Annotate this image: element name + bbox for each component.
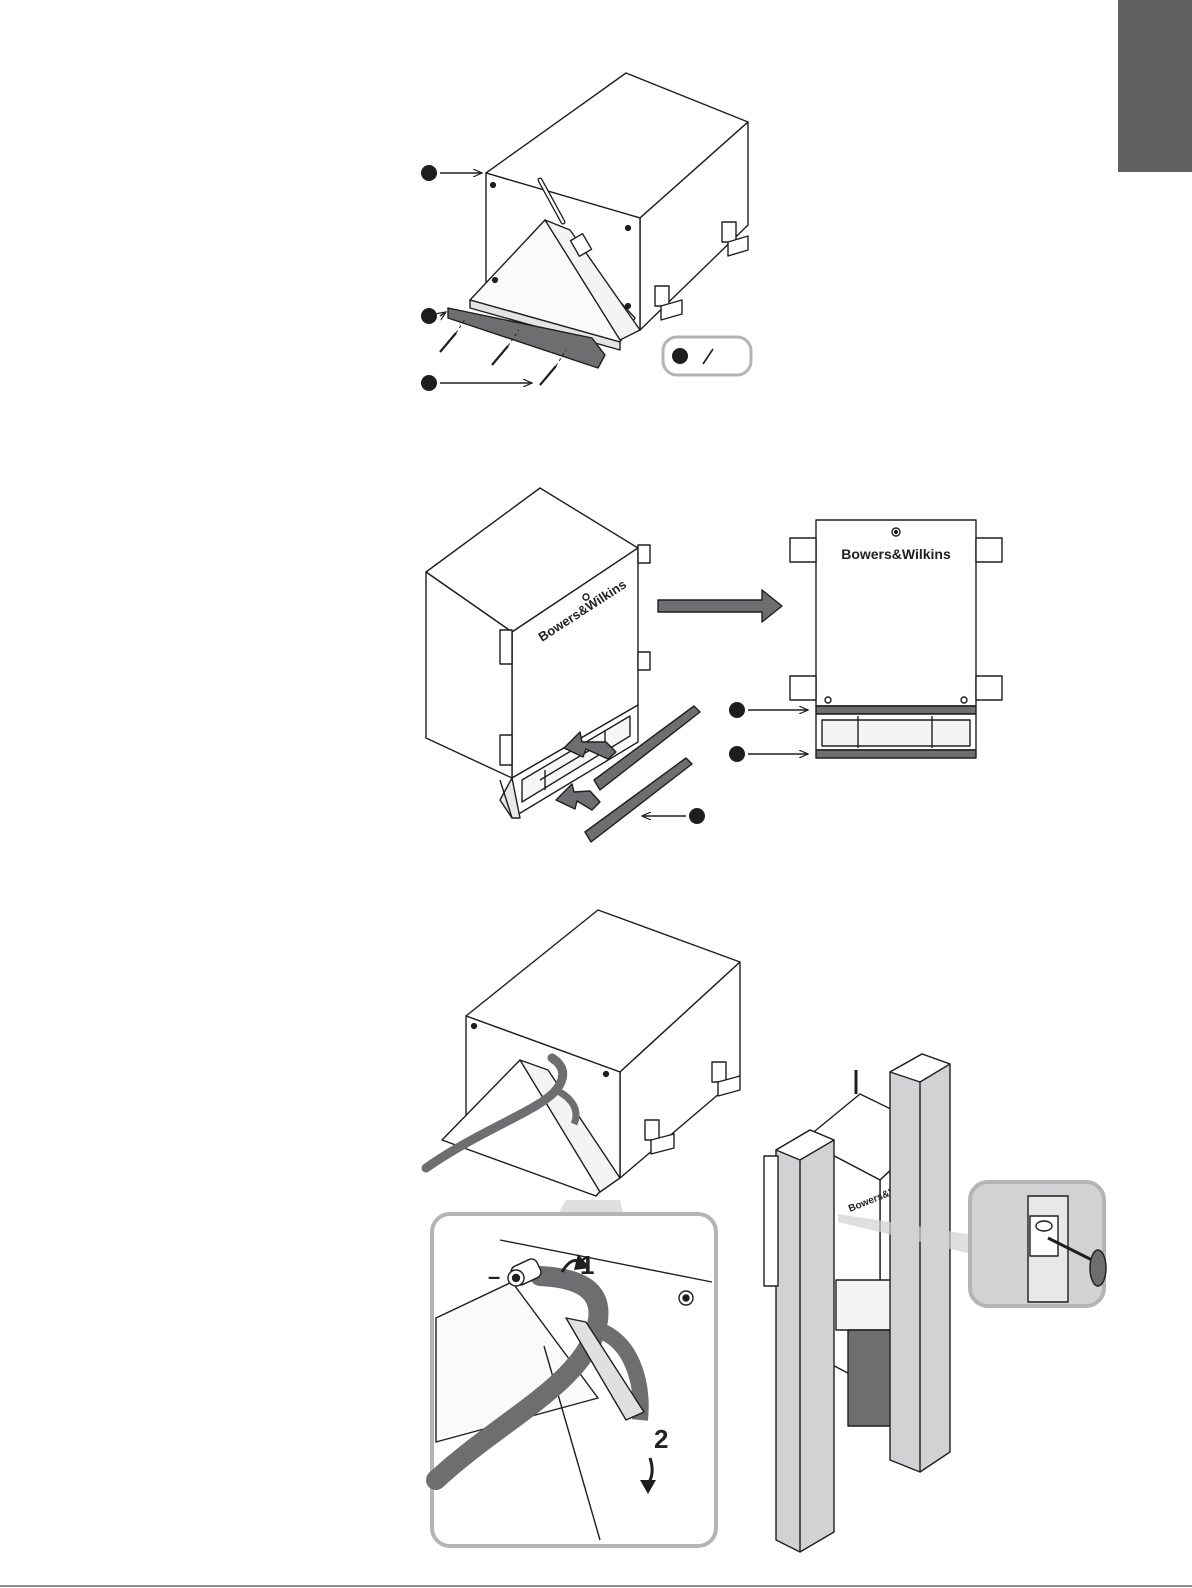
figure-1-base-fixing xyxy=(421,73,751,391)
wall-stud xyxy=(776,1130,834,1552)
loose-rail xyxy=(585,758,692,842)
callout-dot xyxy=(672,348,688,364)
bottom-rail xyxy=(816,750,976,758)
brand-label-right: Bowers&Wilkins xyxy=(841,546,951,562)
screw-hole xyxy=(491,183,496,188)
step-1-label: 1 xyxy=(580,1250,594,1280)
callout-dot xyxy=(729,746,745,762)
callout-dot xyxy=(729,702,745,718)
callout-dot xyxy=(689,808,705,824)
screw-hole xyxy=(626,226,631,231)
screw-hole xyxy=(626,304,631,309)
transition-arrow xyxy=(658,590,782,622)
figure-3-cable-connection: 1 2 – Bowers&Wilkins xyxy=(426,910,1106,1552)
language-tab xyxy=(1118,0,1192,172)
callout-dot xyxy=(421,308,437,324)
screw-hole xyxy=(493,278,498,283)
callout-dot xyxy=(421,165,437,181)
callout-dot xyxy=(421,375,437,391)
polarity-label: – xyxy=(488,1264,500,1289)
step-2-label: 2 xyxy=(654,1424,668,1454)
figure-2-rail-fitting: Bowers&Wilkins Bowers&Wilkins xyxy=(426,488,1002,842)
top-rail xyxy=(816,706,976,714)
